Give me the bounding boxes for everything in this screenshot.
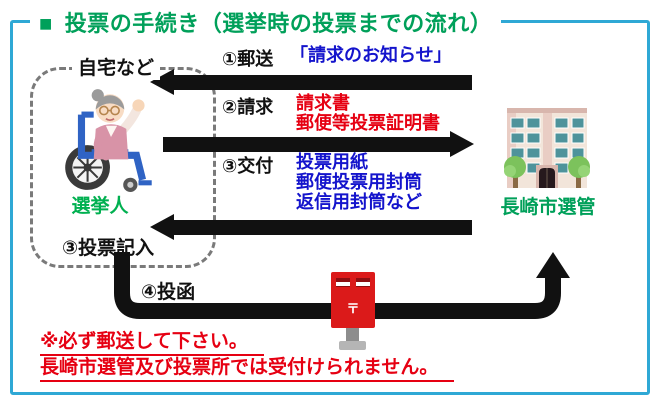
building-icon xyxy=(504,108,590,188)
step1-items: 「請求のお知らせ」 xyxy=(290,45,452,65)
step1-label: ①郵送 xyxy=(222,49,274,69)
step2-label: ②請求 xyxy=(222,97,274,117)
arrow-shaft xyxy=(174,219,472,235)
postbox-icon: 〒 xyxy=(331,272,375,350)
postal-mark: 〒 xyxy=(346,301,359,316)
step3-items: 投票用紙 郵便投票用封筒 返信用封筒など xyxy=(296,152,422,212)
step3-label: ③交付 xyxy=(222,156,274,176)
title-text: 投票の手続き（選挙時の投票までの流れ） xyxy=(64,11,493,36)
step1-item: 「請求のお知らせ」 xyxy=(290,45,452,65)
home-label: 自宅など xyxy=(72,53,161,80)
warning-note-2: 長崎市選管及び投票所では受付けられません。 xyxy=(40,352,455,382)
arrow-shaft xyxy=(174,74,472,90)
step2-items: 請求書 郵便等投票証明書 xyxy=(296,93,440,133)
warning-note-1: ※必ず郵送して下さい。 xyxy=(40,326,264,356)
step2-item: 請求書 xyxy=(296,93,350,113)
office-label: 長崎市選管 xyxy=(500,197,596,218)
step3-item: 返信用封筒など xyxy=(296,192,422,212)
step3-item: 投票用紙 xyxy=(296,152,368,172)
page-title: ■ 投票の手続き（選挙時の投票までの流れ） xyxy=(30,6,502,38)
arrow-head-left-icon xyxy=(150,214,174,240)
step3-item: 郵便投票用封筒 xyxy=(296,172,422,192)
arrow-office-to-home-1 xyxy=(150,69,472,95)
step2-item: 郵便等投票証明書 xyxy=(296,113,440,133)
arrow-home-to-office xyxy=(163,131,474,157)
person-in-wheelchair-icon xyxy=(65,89,152,192)
elector-caption: 選挙人 xyxy=(71,196,129,217)
arrow-office-to-home-2 xyxy=(150,214,472,240)
arrow-head-right-icon xyxy=(450,131,474,157)
title-bullet-square: ■ xyxy=(39,11,53,36)
step-write-ballot-label: ③投票記入 xyxy=(62,238,155,259)
arrow-shaft xyxy=(163,136,450,152)
step-post-label: ④投函 xyxy=(141,282,196,303)
